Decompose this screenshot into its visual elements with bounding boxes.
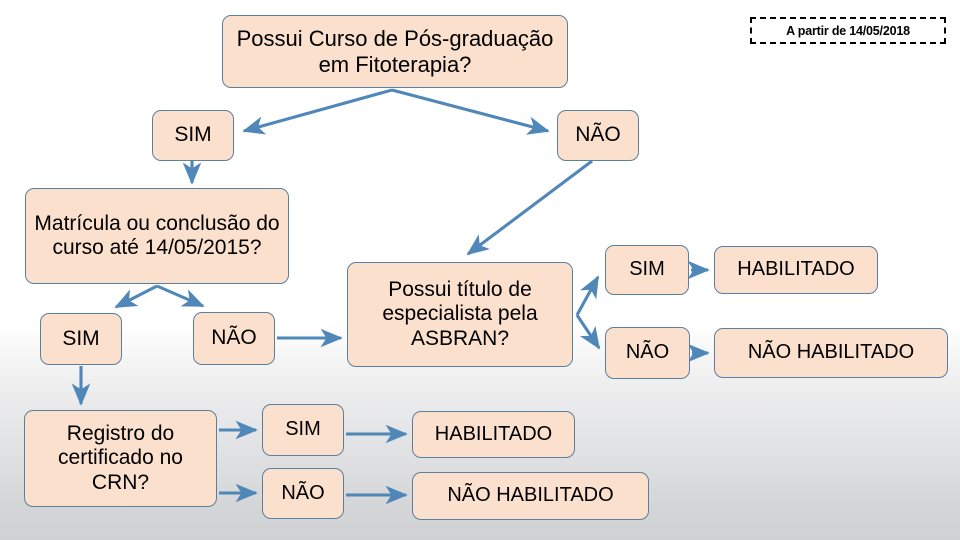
node-sim-asbran[interactable]: SIM: [605, 245, 689, 295]
arrow-nao-to-asbran: [466, 159, 593, 256]
node-possui-pos-graduacao[interactable]: Possui Curso de Pós-graduação em Fitoter…: [222, 15, 568, 88]
node-nao-registro[interactable]: NÃO: [262, 468, 344, 519]
node-sim-registro[interactable]: SIM: [262, 404, 344, 456]
node-habilitado-asbran[interactable]: HABILITADO: [714, 246, 878, 294]
node-nao-habilitado-asbran[interactable]: NÃO HABILITADO: [714, 328, 948, 378]
arrow-title-to-nao: [391, 88, 550, 135]
arrow-matricula-to-sim2: [114, 284, 158, 309]
arrow-matricula-to-nao2: [156, 284, 205, 308]
node-sim-matricula[interactable]: SIM: [40, 313, 122, 365]
arrow-asbran-to-sim3: [575, 275, 600, 316]
node-matricula-conclusao[interactable]: Matrícula ou conclusão do curso até 14/0…: [25, 188, 289, 284]
node-nao-asbran[interactable]: NÃO: [605, 327, 690, 379]
note-a-partir-de: A partir de 14/05/2018: [750, 17, 946, 44]
node-habilitado-registro[interactable]: HABILITADO: [412, 411, 575, 458]
node-possui-titulo-asbran[interactable]: Possui título de especialista pela ASBRA…: [347, 262, 573, 367]
arrow-asbran-to-nao3: [575, 314, 601, 350]
node-nao-matricula[interactable]: NÃO: [193, 312, 275, 365]
node-registro-certificado-crn[interactable]: Registro do certificado no CRN?: [24, 410, 217, 507]
arrow-title-to-sim: [242, 88, 393, 135]
node-sim-pos-graduacao[interactable]: SIM: [152, 110, 234, 161]
node-nao-pos-graduacao[interactable]: NÃO: [557, 110, 639, 161]
node-nao-habilitado-registro[interactable]: NÃO HABILITADO: [412, 472, 649, 520]
